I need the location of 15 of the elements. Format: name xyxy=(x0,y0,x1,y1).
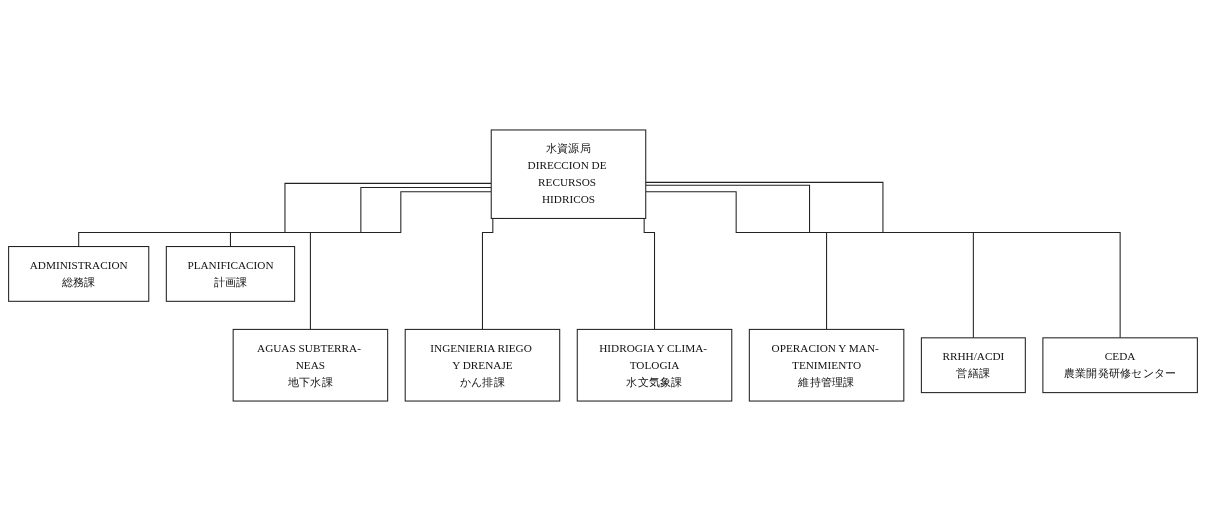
node-box: INGENIERIA RIEGO Y DRENAJE かん排課 xyxy=(404,328,561,402)
connector xyxy=(645,190,828,330)
node-box: ADMINISTRACION 総務課 xyxy=(8,245,150,302)
node-box: OPERACION Y MAN- TENIMIENTO 維持管理課 xyxy=(748,328,905,402)
node-box: PLANIFICACION 計画課 xyxy=(165,245,296,302)
connector xyxy=(78,182,492,247)
connector xyxy=(645,184,974,338)
connector xyxy=(645,181,1121,338)
connector xyxy=(229,186,492,247)
node-box: RRHH/ACDI 営繕課 xyxy=(920,336,1026,393)
node-box: AGUAS SUBTERRA- NEAS 地下水課 xyxy=(232,328,389,402)
node-box: HIDROGIA Y CLIMA- TOLOGIA 水文気象課 xyxy=(576,328,733,402)
node-box: CEDA 農業開発研修センター xyxy=(1042,336,1198,393)
node-box: 水資源局 DIRECCION DE RECURSOS HIDRICOS xyxy=(490,128,647,219)
connector xyxy=(309,190,492,330)
